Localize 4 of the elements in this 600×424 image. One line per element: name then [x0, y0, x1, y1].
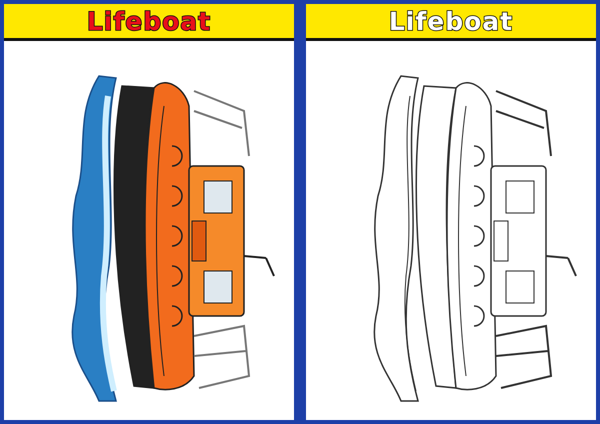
- picture-card: [4, 4, 294, 420]
- picture-card: [306, 4, 596, 420]
- card-title: Lifeboat: [388, 6, 514, 36]
- card-title: Lifeboat: [86, 6, 212, 36]
